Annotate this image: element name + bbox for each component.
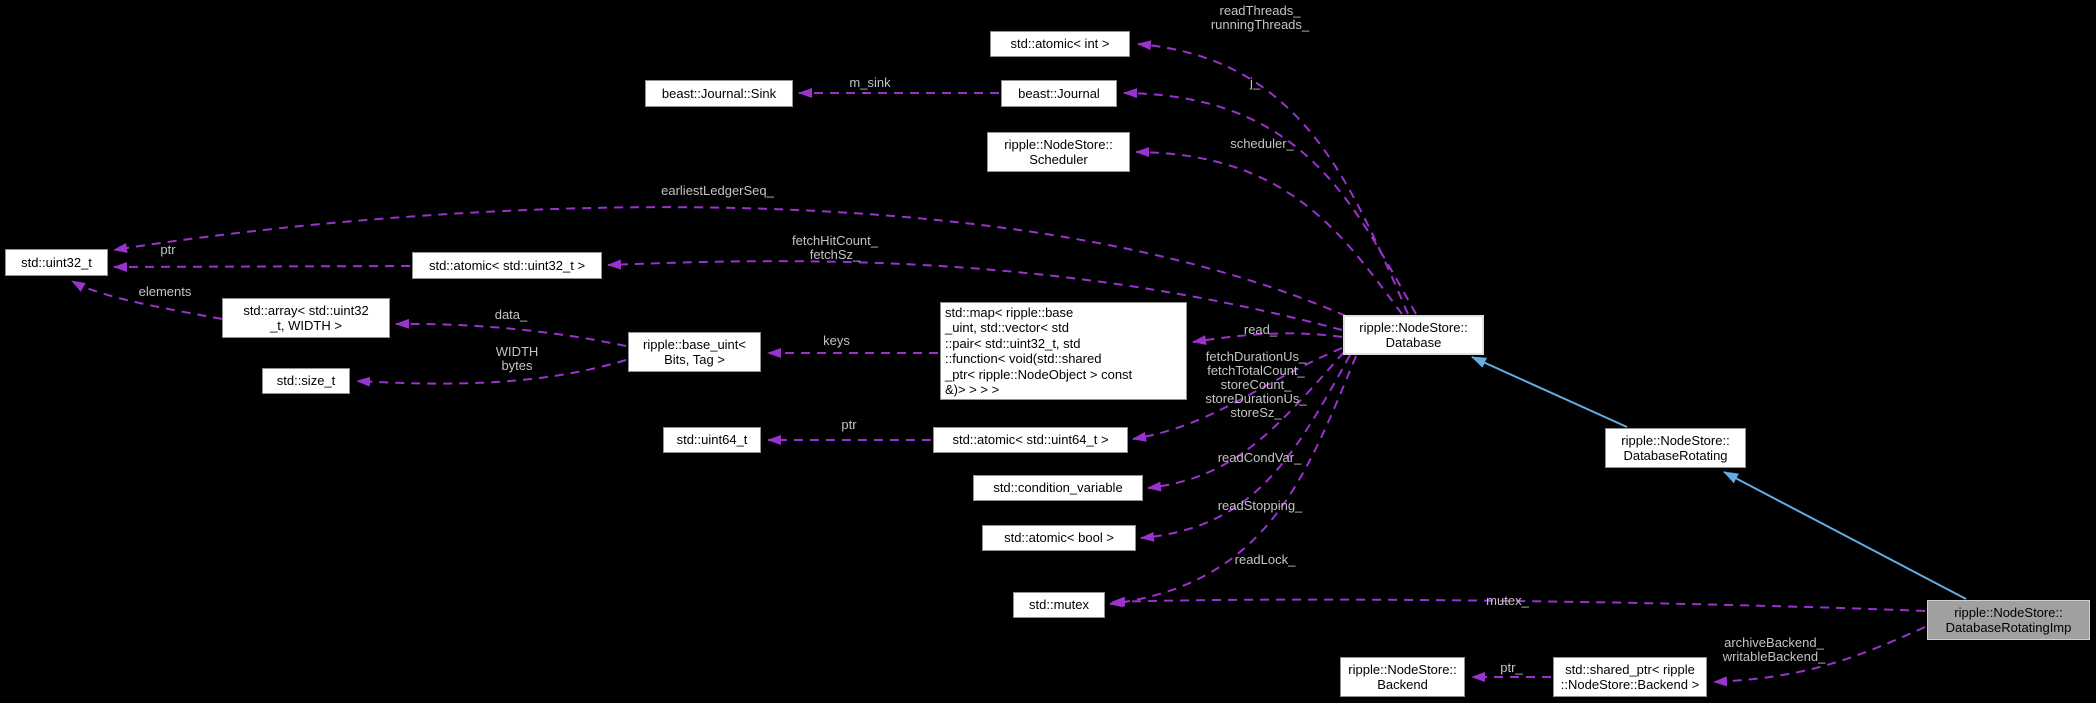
node-std-size-t[interactable]: std::size_t [262,368,350,394]
node-beast-journal[interactable]: beast::Journal [1001,80,1117,107]
edge-label-ptr-uint32: ptr [160,242,176,257]
edge-label-archive-writable-backend: archiveBackend_ writableBackend_ [1722,635,1826,664]
edge-label-read-cond-var: readCondVar_ [1217,450,1302,465]
edge-label-fetch-store-counters: fetchDurationUs_ fetchTotalCount_ storeC… [1205,349,1307,420]
edge-label-read: read_ [1243,322,1278,337]
edge-label-fetch-hit-count: fetchHitCount_ fetchSz_ [792,233,878,262]
edge-elements [71,280,223,320]
edge-read-threads [1137,40,1409,315]
node-std-atomic-uint32[interactable]: std::atomic< std::uint32_t > [412,252,602,279]
edge-label-mutex: mutex_ [1486,593,1529,608]
node-nodestore-backend[interactable]: ripple::NodeStore:: Backend [1340,657,1465,697]
edge-label-read-stopping: readStopping_ [1217,498,1303,513]
edge-scheduler [1135,147,1403,315]
edge-label-m-sink: m_sink [849,75,891,90]
node-std-condition-variable[interactable]: std::condition_variable [973,475,1143,501]
edge-read-cond-var [1147,351,1345,492]
edge-read [1192,332,1343,345]
edge-label-ptr-backend: ptr_ [1500,660,1523,675]
edge-earliest-ledger-seq [113,206,1347,317]
edge-label-read-threads: readThreads_ runningThreads_ [1210,3,1310,32]
edge-fetch-store-counters [1132,347,1343,442]
edge-label-j: j_ [1249,75,1261,90]
node-std-array-uint32-width[interactable]: std::array< std::uint32 _t, WIDTH > [222,298,390,338]
edge-label-data: data_ [494,307,528,322]
edge-read-lock [1109,355,1357,608]
edge-label-elements: elements [138,284,192,299]
node-std-mutex[interactable]: std::mutex [1013,592,1105,618]
edge-ptr-uint32 [113,261,411,272]
node-nodestore-database[interactable]: ripple::NodeStore:: Database [1343,315,1484,355]
node-std-map-callbacks[interactable]: std::map< ripple::base _uint, std::vecto… [940,302,1187,400]
node-nodestore-scheduler[interactable]: ripple::NodeStore:: Scheduler [987,132,1130,172]
edge-width-bytes [356,359,627,387]
edge-label-earliest-ledger-seq: earliestLedgerSeq_ [661,183,774,198]
node-std-atomic-bool[interactable]: std::atomic< bool > [982,525,1136,551]
edge-label-width-bytes: WIDTH bytes [495,344,539,373]
node-std-shared-ptr-backend[interactable]: std::shared_ptr< ripple ::NodeStore::Bac… [1553,657,1707,697]
edge-label-ptr-uint64: ptr [841,417,857,432]
node-nodestore-database-rotating[interactable]: ripple::NodeStore:: DatabaseRotating [1605,428,1746,468]
edge-fetch-hit-count [607,259,1343,331]
edge-data [395,318,627,347]
node-std-uint64-t[interactable]: std::uint64_t [663,427,761,453]
node-std-atomic-uint64[interactable]: std::atomic< std::uint64_t > [933,427,1128,453]
node-nodestore-database-rotating-imp[interactable]: ripple::NodeStore:: DatabaseRotatingImp [1927,600,2090,640]
edge-label-read-lock: readLock_ [1234,552,1296,567]
edge-inherit-imp-rotating [1723,471,1967,600]
edge-mutex [1111,596,1926,612]
node-beast-journal-sink[interactable]: beast::Journal::Sink [645,80,793,107]
node-std-atomic-int[interactable]: std::atomic< int > [990,31,1130,57]
edge-label-keys: keys [823,333,850,348]
edge-label-scheduler: scheduler_ [1230,136,1294,151]
node-ripple-base-uint[interactable]: ripple::base_uint< Bits, Tag > [628,332,761,372]
edge-inherit-rotating-database [1471,356,1628,428]
edge-j [1123,88,1417,315]
node-std-uint32-t[interactable]: std::uint32_t [5,249,108,276]
